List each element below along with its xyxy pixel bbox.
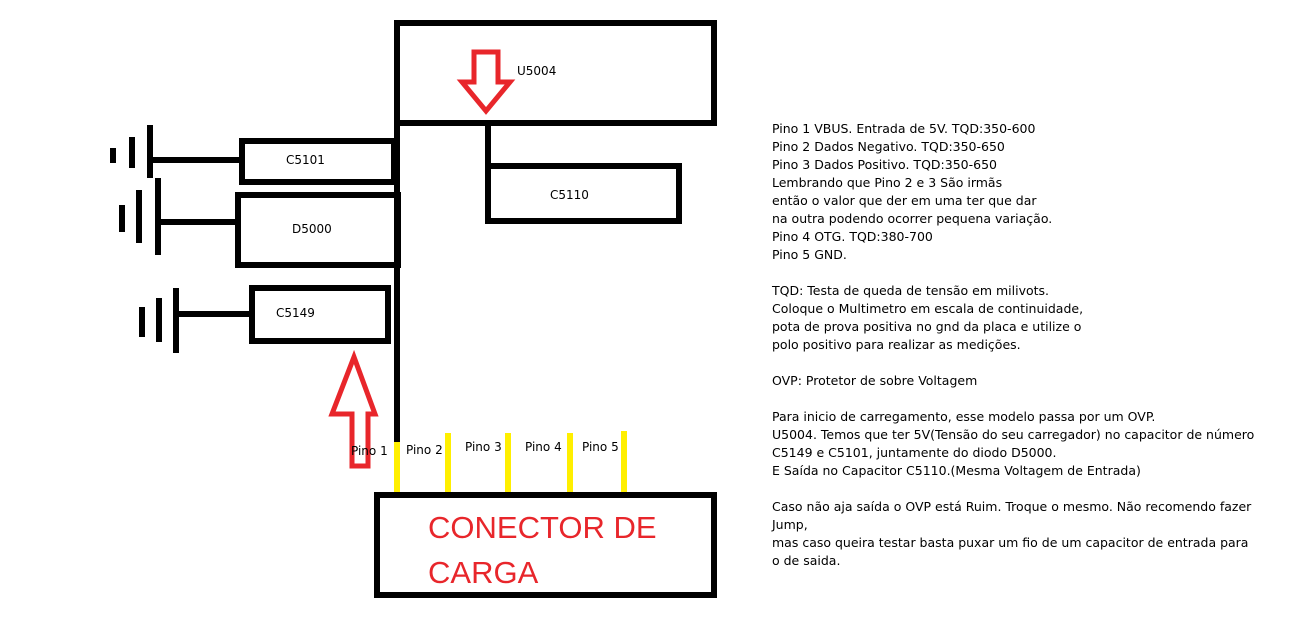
note-line: polo positivo para realizar as medições.: [772, 337, 1021, 352]
note-line: Pino 3 Dados Positivo. TQD:350-650: [772, 157, 997, 172]
note-line: OVP: Protetor de sobre Voltagem: [772, 373, 978, 388]
note-line: Para inicio de carregamento, esse modelo…: [772, 409, 1156, 424]
ground-symbol-c5149: [139, 288, 252, 353]
pin-1-label: Pino 1: [351, 444, 388, 458]
note-line: Pino 4 OTG. TQD:380-700: [772, 229, 933, 244]
note-line: na outra podendo ocorrer pequena variaçã…: [772, 211, 1053, 226]
note-line: [772, 264, 1302, 282]
pin-3-label: Pino 3: [465, 440, 502, 454]
note-line: TQD: Testa de queda de tensão em milivot…: [772, 283, 1050, 298]
connector-box: [374, 492, 717, 598]
note-line: pota de prova positiva no gnd da placa e…: [772, 319, 1082, 334]
note-line: Lembrando que Pino 2 e 3 São irmãs: [772, 175, 1003, 190]
note-line: U5004. Temos que ter 5V(Tensão do seu ca…: [772, 427, 1255, 442]
pin-5-label: Pino 5: [582, 440, 619, 454]
d5000-label: D5000: [292, 222, 332, 236]
ground-symbol-d5000: [119, 178, 238, 255]
note-line: Pino 2 Dados Negativo. TQD:350-650: [772, 139, 1005, 154]
c5149-box: [249, 285, 391, 344]
note-line: [772, 354, 1302, 372]
connector-label-line1: CONECTOR DE: [428, 510, 657, 545]
arrow-down-icon: [456, 49, 516, 115]
arrow-up-icon: [328, 349, 379, 469]
ground-symbol-c5101: [110, 125, 242, 178]
note-line: mas caso queira testar basta puxar um fi…: [772, 535, 1249, 550]
note-line: Pino 5 GND.: [772, 247, 847, 262]
pin-legs: [394, 431, 627, 497]
pin-4-label: Pino 4: [525, 440, 562, 454]
u5004-label: U5004: [517, 64, 556, 78]
u5004-box: [394, 20, 717, 126]
c5110-box: [485, 163, 682, 224]
note-line: Jump,: [772, 517, 808, 532]
note-line: C5149 e C5101, juntamente do diodo D5000…: [772, 445, 1057, 460]
connector-label-line2: CARGA: [428, 555, 539, 590]
d5000-box: [235, 192, 401, 268]
note-line: [772, 390, 1302, 408]
pin-2-label: Pino 2: [406, 443, 443, 457]
c5101-label: C5101: [286, 153, 325, 167]
c5110-label: C5110: [550, 188, 589, 202]
note-line: o de saida.: [772, 553, 841, 568]
note-line: então o valor que der em uma ter que dar: [772, 193, 1037, 208]
note-line: Pino 1 VBUS. Entrada de 5V. TQD:350-600: [772, 121, 1036, 136]
note-line: Coloque o Multimetro em escala de contin…: [772, 301, 1084, 316]
note-line: Caso não aja saída o OVP está Ruim. Troq…: [772, 499, 1252, 514]
note-line: E Saída no Capacitor C5110.(Mesma Voltag…: [772, 463, 1141, 478]
note-line: [772, 480, 1302, 498]
c5149-label: C5149: [276, 306, 315, 320]
